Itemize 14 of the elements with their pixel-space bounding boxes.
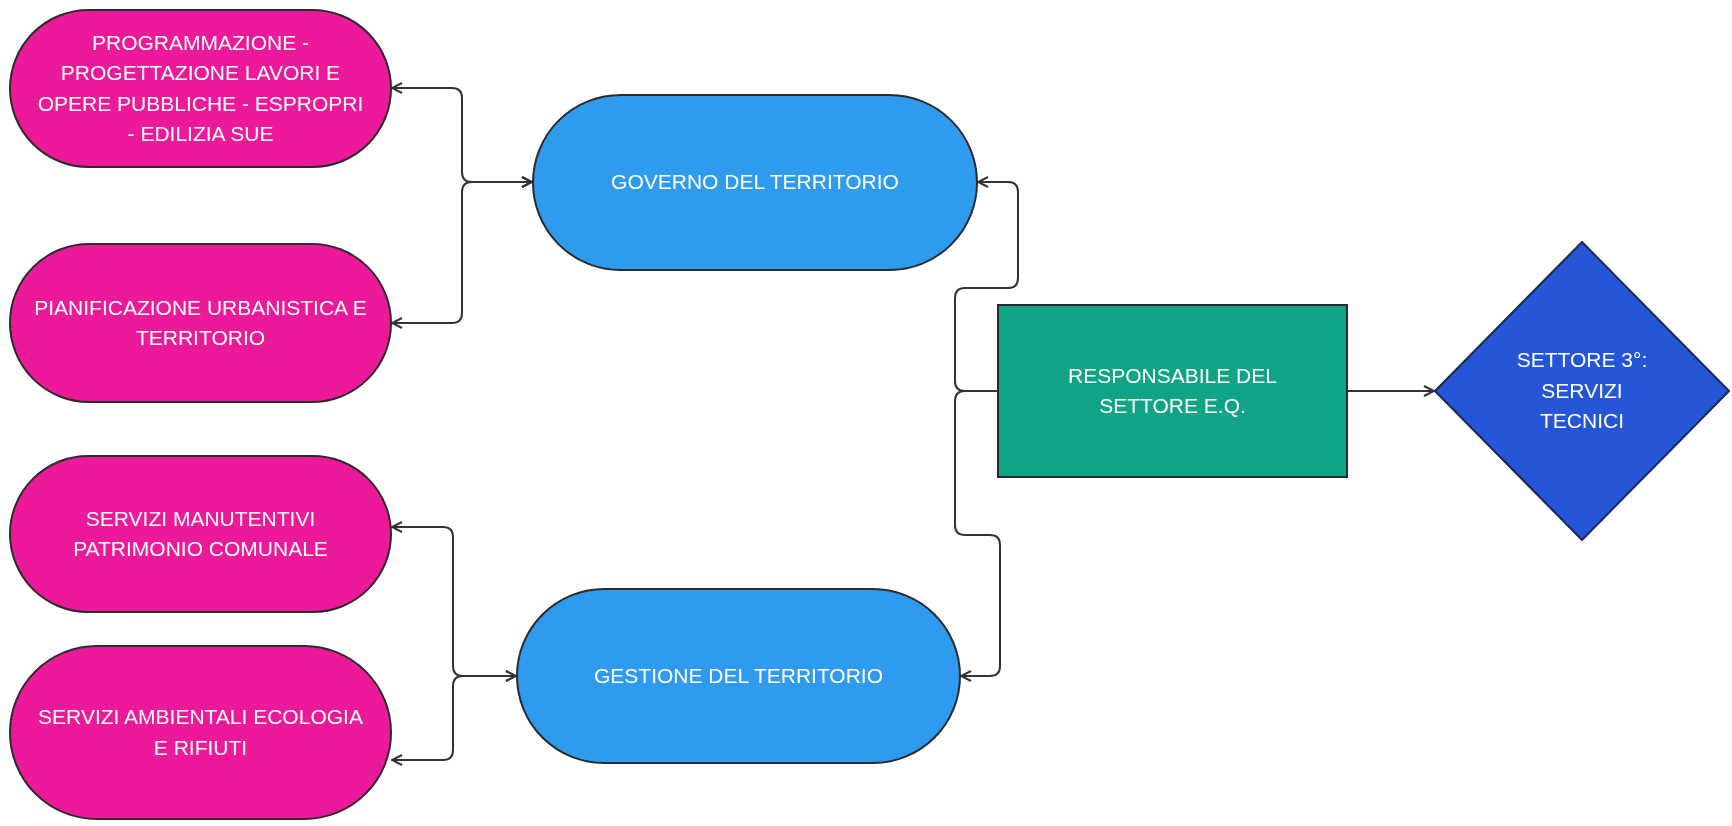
node-label: PROGRAMMAZIONE - PROGETTAZIONE LAVORI E OPERE PUBBLICHE - ESPROPRI - EDILIZIA SUE — [36, 29, 365, 147]
node-label: SERVIZI AMBIENTALI ECOLOGIA E RIFIUTI — [37, 704, 364, 761]
node-label: RESPONSABILE DEL SETTORE E.Q. — [1067, 362, 1278, 419]
node-label: SERVIZI MANUTENTIVI PATRIMONIO COMUNALE — [72, 505, 329, 562]
arrow — [954, 390, 1001, 682]
arrow — [391, 176, 533, 329]
process-box — [997, 304, 1348, 478]
node-label: SETTORE 3°: SERVIZI TECNICI — [1515, 347, 1649, 435]
arrow — [391, 670, 517, 766]
node-label: GESTIONE DEL TERRITORIO — [594, 662, 883, 689]
node-label: PIANIFICAZIONE URBANISTICA E TERRITORIO — [33, 294, 368, 351]
arrow — [954, 176, 1019, 392]
arrow — [1347, 385, 1435, 397]
node-label: GOVERNO DEL TERRITORIO — [611, 169, 899, 196]
